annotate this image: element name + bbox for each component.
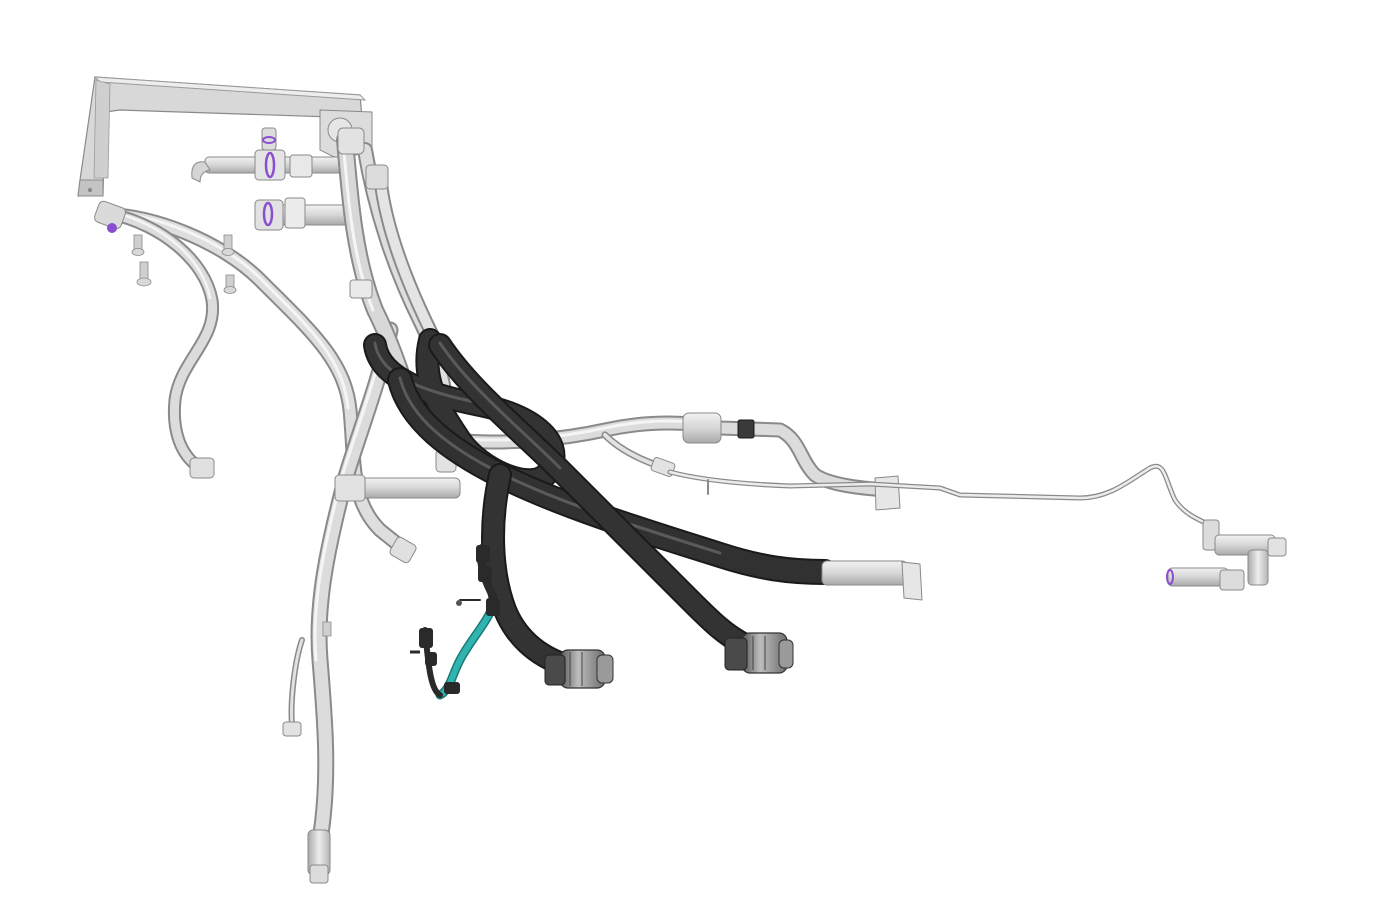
left-pipe-ends bbox=[93, 200, 417, 564]
long-down-pipe bbox=[288, 321, 399, 849]
valve-fitting-upper bbox=[191, 127, 346, 183]
long-down-pipe-end bbox=[282, 721, 331, 884]
quick-connector-right bbox=[724, 632, 794, 674]
thin-brake-line bbox=[667, 463, 1213, 528]
valve-fitting-lower bbox=[254, 197, 351, 231]
harness-clips bbox=[410, 545, 500, 694]
black-hose-cross bbox=[428, 333, 757, 657]
hose-crimp-fittings bbox=[334, 474, 923, 601]
quick-connector-left bbox=[544, 649, 614, 689]
mounting-bracket bbox=[77, 76, 373, 197]
mounting-bolts bbox=[131, 234, 332, 637]
black-hose-lower bbox=[481, 463, 577, 677]
left-return-pipe bbox=[108, 208, 220, 475]
tee-fitting-assembly bbox=[1166, 519, 1287, 591]
